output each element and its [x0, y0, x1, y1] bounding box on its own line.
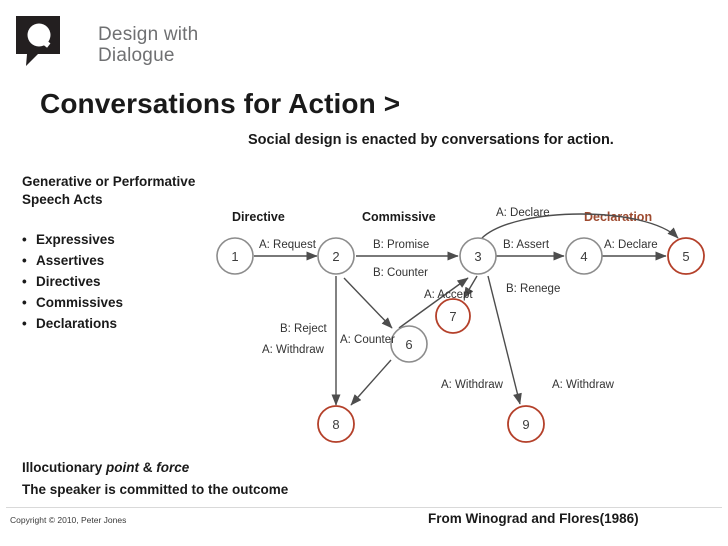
- speaker-commitment-note: The speaker is committed to the outcome: [22, 482, 289, 497]
- footer-divider: [6, 507, 722, 508]
- page-subtitle: Social design is enacted by conversation…: [248, 132, 614, 148]
- speech-acts-heading-line-1: Generative or Performative: [22, 174, 196, 189]
- illocutionary-mid: &: [139, 460, 157, 475]
- edge-label-b-promise: B: Promise: [373, 239, 429, 251]
- edge-3-5-declare: [481, 213, 679, 239]
- node-8-label: 8: [332, 417, 339, 432]
- edge-label-b-assert: B: Assert: [503, 239, 550, 251]
- node-4-label: 4: [580, 249, 587, 264]
- illocutionary-point: point: [106, 460, 140, 475]
- list-item: Declarations: [22, 314, 232, 335]
- page-title: Conversations for Action >: [40, 88, 401, 119]
- edge-label-a-withdraw-6-8: A: Withdraw: [441, 379, 504, 391]
- list-item: Assertives: [22, 251, 232, 272]
- node-7-label: 7: [449, 309, 456, 324]
- conversation-for-action-diagram: 1 2 3 4 5 6 7 8 9 A: Request B: Promise …: [196, 200, 724, 460]
- node-4: [565, 237, 603, 275]
- speech-acts-heading: Generative or Performative Speech Acts: [22, 173, 222, 209]
- edge-label-a-counter: A: Counter: [340, 334, 395, 346]
- edge-6-8-withdraw: [350, 359, 392, 406]
- node-9: [507, 405, 545, 443]
- logo-line-2: Dialogue: [98, 45, 175, 67]
- node-3-label: 3: [474, 249, 481, 264]
- edge-label-a-withdraw-2-8: A: Withdraw: [262, 344, 325, 356]
- list-item: Commissives: [22, 293, 232, 314]
- illocutionary-force: force: [156, 460, 190, 475]
- edge-label-b-renege: B: Renege: [506, 283, 560, 295]
- edge-label-a-declare-top: A: Declare: [496, 207, 550, 219]
- copyright-text: Copyright © 2010, Peter Jones: [10, 515, 127, 525]
- node-2-label: 2: [332, 249, 339, 264]
- node-group: 1 2 3 4 5 6 7 8 9: [216, 237, 705, 443]
- speech-acts-list: Expressives Assertives Directives Commis…: [22, 230, 232, 335]
- column-label-commissive: Commissive: [362, 210, 436, 224]
- edge-label-b-reject: B: Reject: [280, 323, 327, 335]
- illocutionary-prefix: Illocutionary: [22, 460, 107, 475]
- source-citation: From Winograd and Flores(1986): [428, 511, 639, 526]
- node-7: [435, 298, 471, 334]
- speech-acts-heading-line-2: Speech Acts: [22, 192, 103, 208]
- node-8: [317, 405, 355, 443]
- logo-line-1: Design with: [98, 24, 199, 45]
- node-6-label: 6: [405, 337, 412, 352]
- node-1: [216, 237, 254, 275]
- edge-label-a-accept: A: Accept: [424, 289, 473, 301]
- node-5: [667, 237, 705, 275]
- logo-wordmark: Design with Dialogue: [98, 24, 198, 67]
- list-item: Expressives: [22, 230, 232, 251]
- edge-3-7-renege: [463, 275, 478, 299]
- node-9-label: 9: [522, 417, 529, 432]
- edge-2-6-counter: [343, 277, 393, 329]
- node-6: [390, 325, 428, 363]
- edge-label-a-request: A: Request: [259, 239, 317, 251]
- brand-logo: Design with Dialogue: [14, 14, 244, 80]
- column-label-directive: Directive: [232, 210, 285, 224]
- node-3: [459, 237, 497, 275]
- speech-bubble-q-mark-icon: [16, 16, 60, 66]
- edge-3-9-withdraw: [487, 275, 522, 405]
- list-item: Directives: [22, 272, 232, 293]
- illocutionary-note: Illocutionary point & force: [22, 460, 189, 475]
- node-1-label: 1: [231, 249, 238, 264]
- node-5-label: 5: [682, 249, 689, 264]
- node-2: [317, 237, 355, 275]
- diagram-canvas: 1 2 3 4 5 6 7 8 9 A: Request B: Promise …: [216, 207, 705, 443]
- edge-label-b-counter: B: Counter: [373, 267, 428, 279]
- edge-label-a-declare: A: Declare: [604, 239, 658, 251]
- edge-label-a-withdraw-3-9: A: Withdraw: [552, 379, 615, 391]
- edge-6-3-accept: [398, 277, 469, 329]
